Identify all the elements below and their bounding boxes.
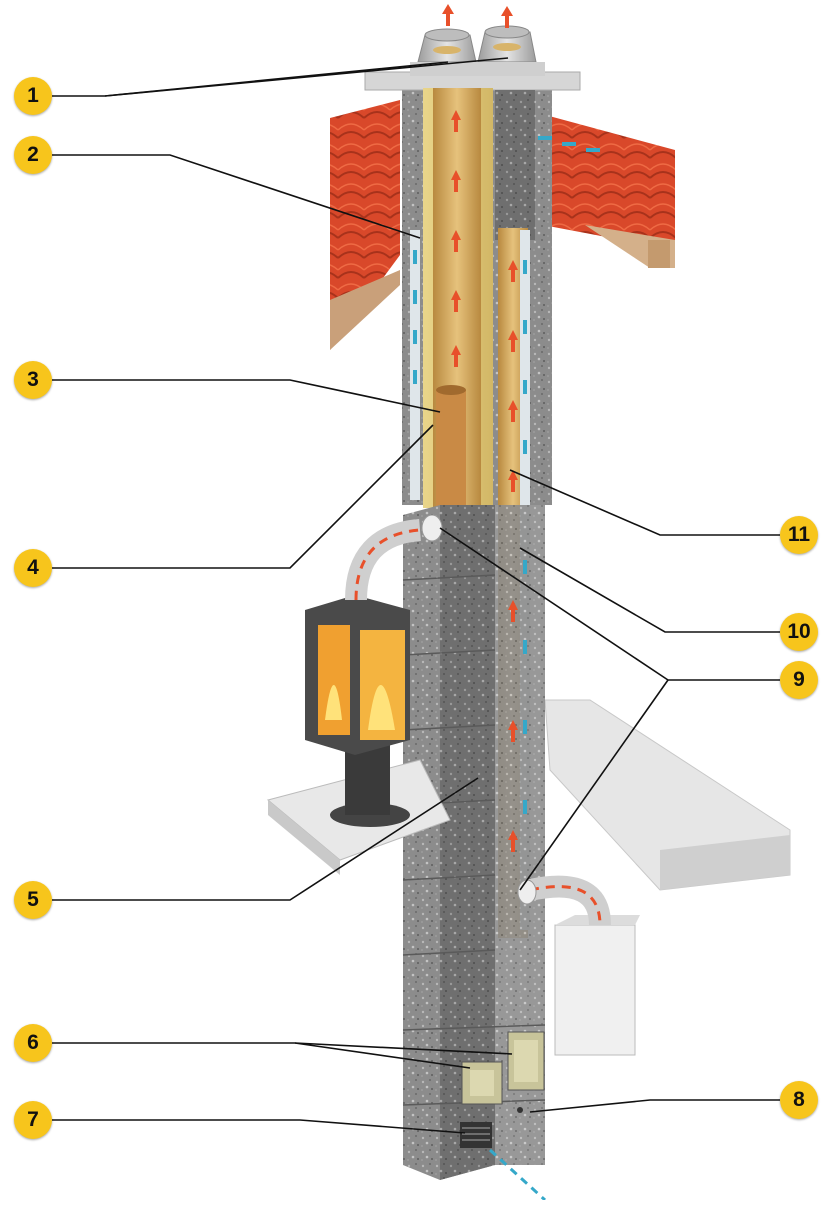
hot-flow-arrows <box>451 110 518 852</box>
condensate-drain-point <box>517 1107 523 1113</box>
callout-badge-1: 1 <box>14 77 52 115</box>
floor-slab-right <box>544 699 791 891</box>
callout-badge-2: 2 <box>14 136 52 174</box>
callout-badge-9: 9 <box>780 661 818 699</box>
callout-badge-6: 6 <box>14 1024 52 1062</box>
callout-badge-5: 5 <box>14 881 52 919</box>
air-flow-arrows <box>413 136 600 814</box>
fireplace-stove <box>266 595 451 875</box>
gas-boiler <box>517 875 640 1056</box>
callout-badge-10: 10 <box>780 613 818 651</box>
callout-badge-8: 8 <box>780 1081 818 1119</box>
chimney-block-lower <box>402 505 546 1180</box>
cleanout-doors <box>461 1031 545 1105</box>
chimney-caps <box>410 25 545 76</box>
roof-left <box>330 100 400 350</box>
callout-badge-3: 3 <box>14 361 52 399</box>
air-intake-grille <box>460 1122 547 1202</box>
flue-pipe-highlight <box>436 385 466 510</box>
callout-badge-11: 11 <box>780 516 818 554</box>
exhaust-arrows <box>442 4 513 28</box>
stove-connector-pipe <box>345 514 443 601</box>
callout-badge-7: 7 <box>14 1101 52 1139</box>
callout-badge-4: 4 <box>14 549 52 587</box>
leader-lines <box>52 57 780 1134</box>
